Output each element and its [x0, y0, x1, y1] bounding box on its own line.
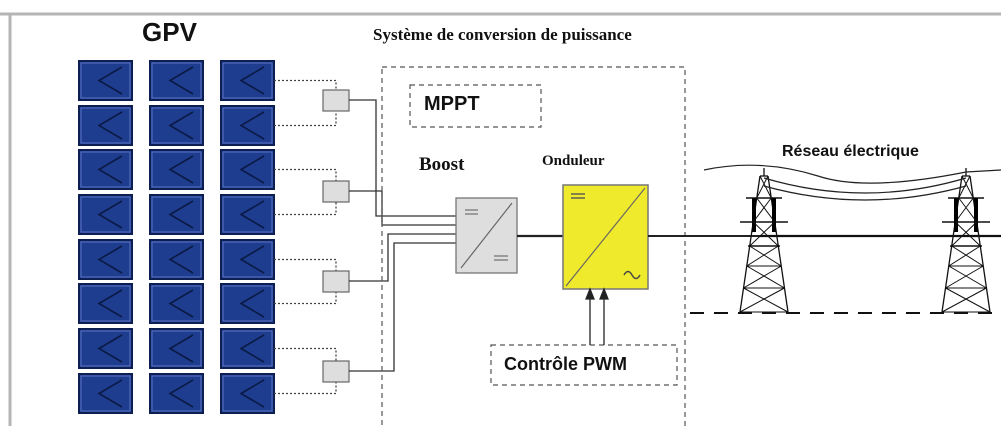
mppt-label: MPPT: [424, 93, 480, 115]
string-lead: [274, 168, 337, 181]
overhead-line: [703, 164, 1001, 184]
power-grid: [690, 164, 1001, 314]
junction-box: [322, 360, 350, 383]
string-lead: [274, 201, 337, 216]
conversion-system-title: Système de conversion de puissance: [373, 25, 632, 44]
pv-panel: [220, 105, 275, 146]
junction-box: [322, 180, 350, 203]
pv-panel: [78, 60, 133, 101]
outer-frame: [0, 12, 1001, 426]
pv-panel: [149, 149, 204, 190]
overhead-line: [763, 185, 967, 201]
mppt-box: [409, 84, 542, 128]
pv-panel: [220, 373, 275, 414]
dc-string-wire: [349, 190, 456, 226]
pv-panel: [220, 60, 275, 101]
dc-string-wire: [349, 242, 456, 372]
boost-converter: [455, 197, 518, 274]
pv-panel: [149, 328, 204, 369]
overhead-line: [763, 177, 967, 194]
pylon-right: [941, 168, 991, 313]
pv-panel: [78, 328, 133, 369]
dc-string-wire: [349, 233, 456, 282]
dc-string-wire: [349, 99, 456, 217]
reseau-label: Réseau électrique: [782, 143, 919, 160]
pv-panel: [78, 105, 133, 146]
string-lead: [274, 258, 337, 271]
inverter: [562, 184, 649, 290]
onduleur-label: Onduleur: [542, 153, 605, 169]
pv-panel: [78, 149, 133, 190]
pv-panel: [220, 149, 275, 190]
pv-panel: [149, 373, 204, 414]
pv-panel: [78, 373, 133, 414]
pv-panel: [78, 283, 133, 324]
string-lead: [274, 110, 337, 127]
junction-box: [322, 270, 350, 293]
pv-panel: [220, 283, 275, 324]
string-lead: [274, 291, 337, 305]
string-lead: [274, 79, 337, 90]
string-lead: [274, 381, 337, 395]
pv-panel: [78, 239, 133, 280]
pv-panel: [220, 194, 275, 235]
pv-panel: [149, 105, 204, 146]
string-lead: [274, 347, 337, 361]
pv-panel: [149, 239, 204, 280]
pv-array: [78, 60, 275, 414]
pwm-control-box: [490, 344, 678, 386]
pwm-label: Contrôle PWM: [504, 354, 627, 374]
pwm-arrows: [585, 287, 609, 345]
pylon-left: [739, 168, 789, 313]
pv-panel: [149, 283, 204, 324]
gpv-label: GPV: [142, 17, 197, 47]
pv-panel: [149, 194, 204, 235]
boost-label: Boost: [419, 154, 465, 175]
pv-panel: [220, 239, 275, 280]
pv-panel: [78, 194, 133, 235]
pv-panel: [220, 328, 275, 369]
pv-panel: [149, 60, 204, 101]
wiring: [274, 79, 456, 395]
junction-box: [322, 89, 350, 112]
